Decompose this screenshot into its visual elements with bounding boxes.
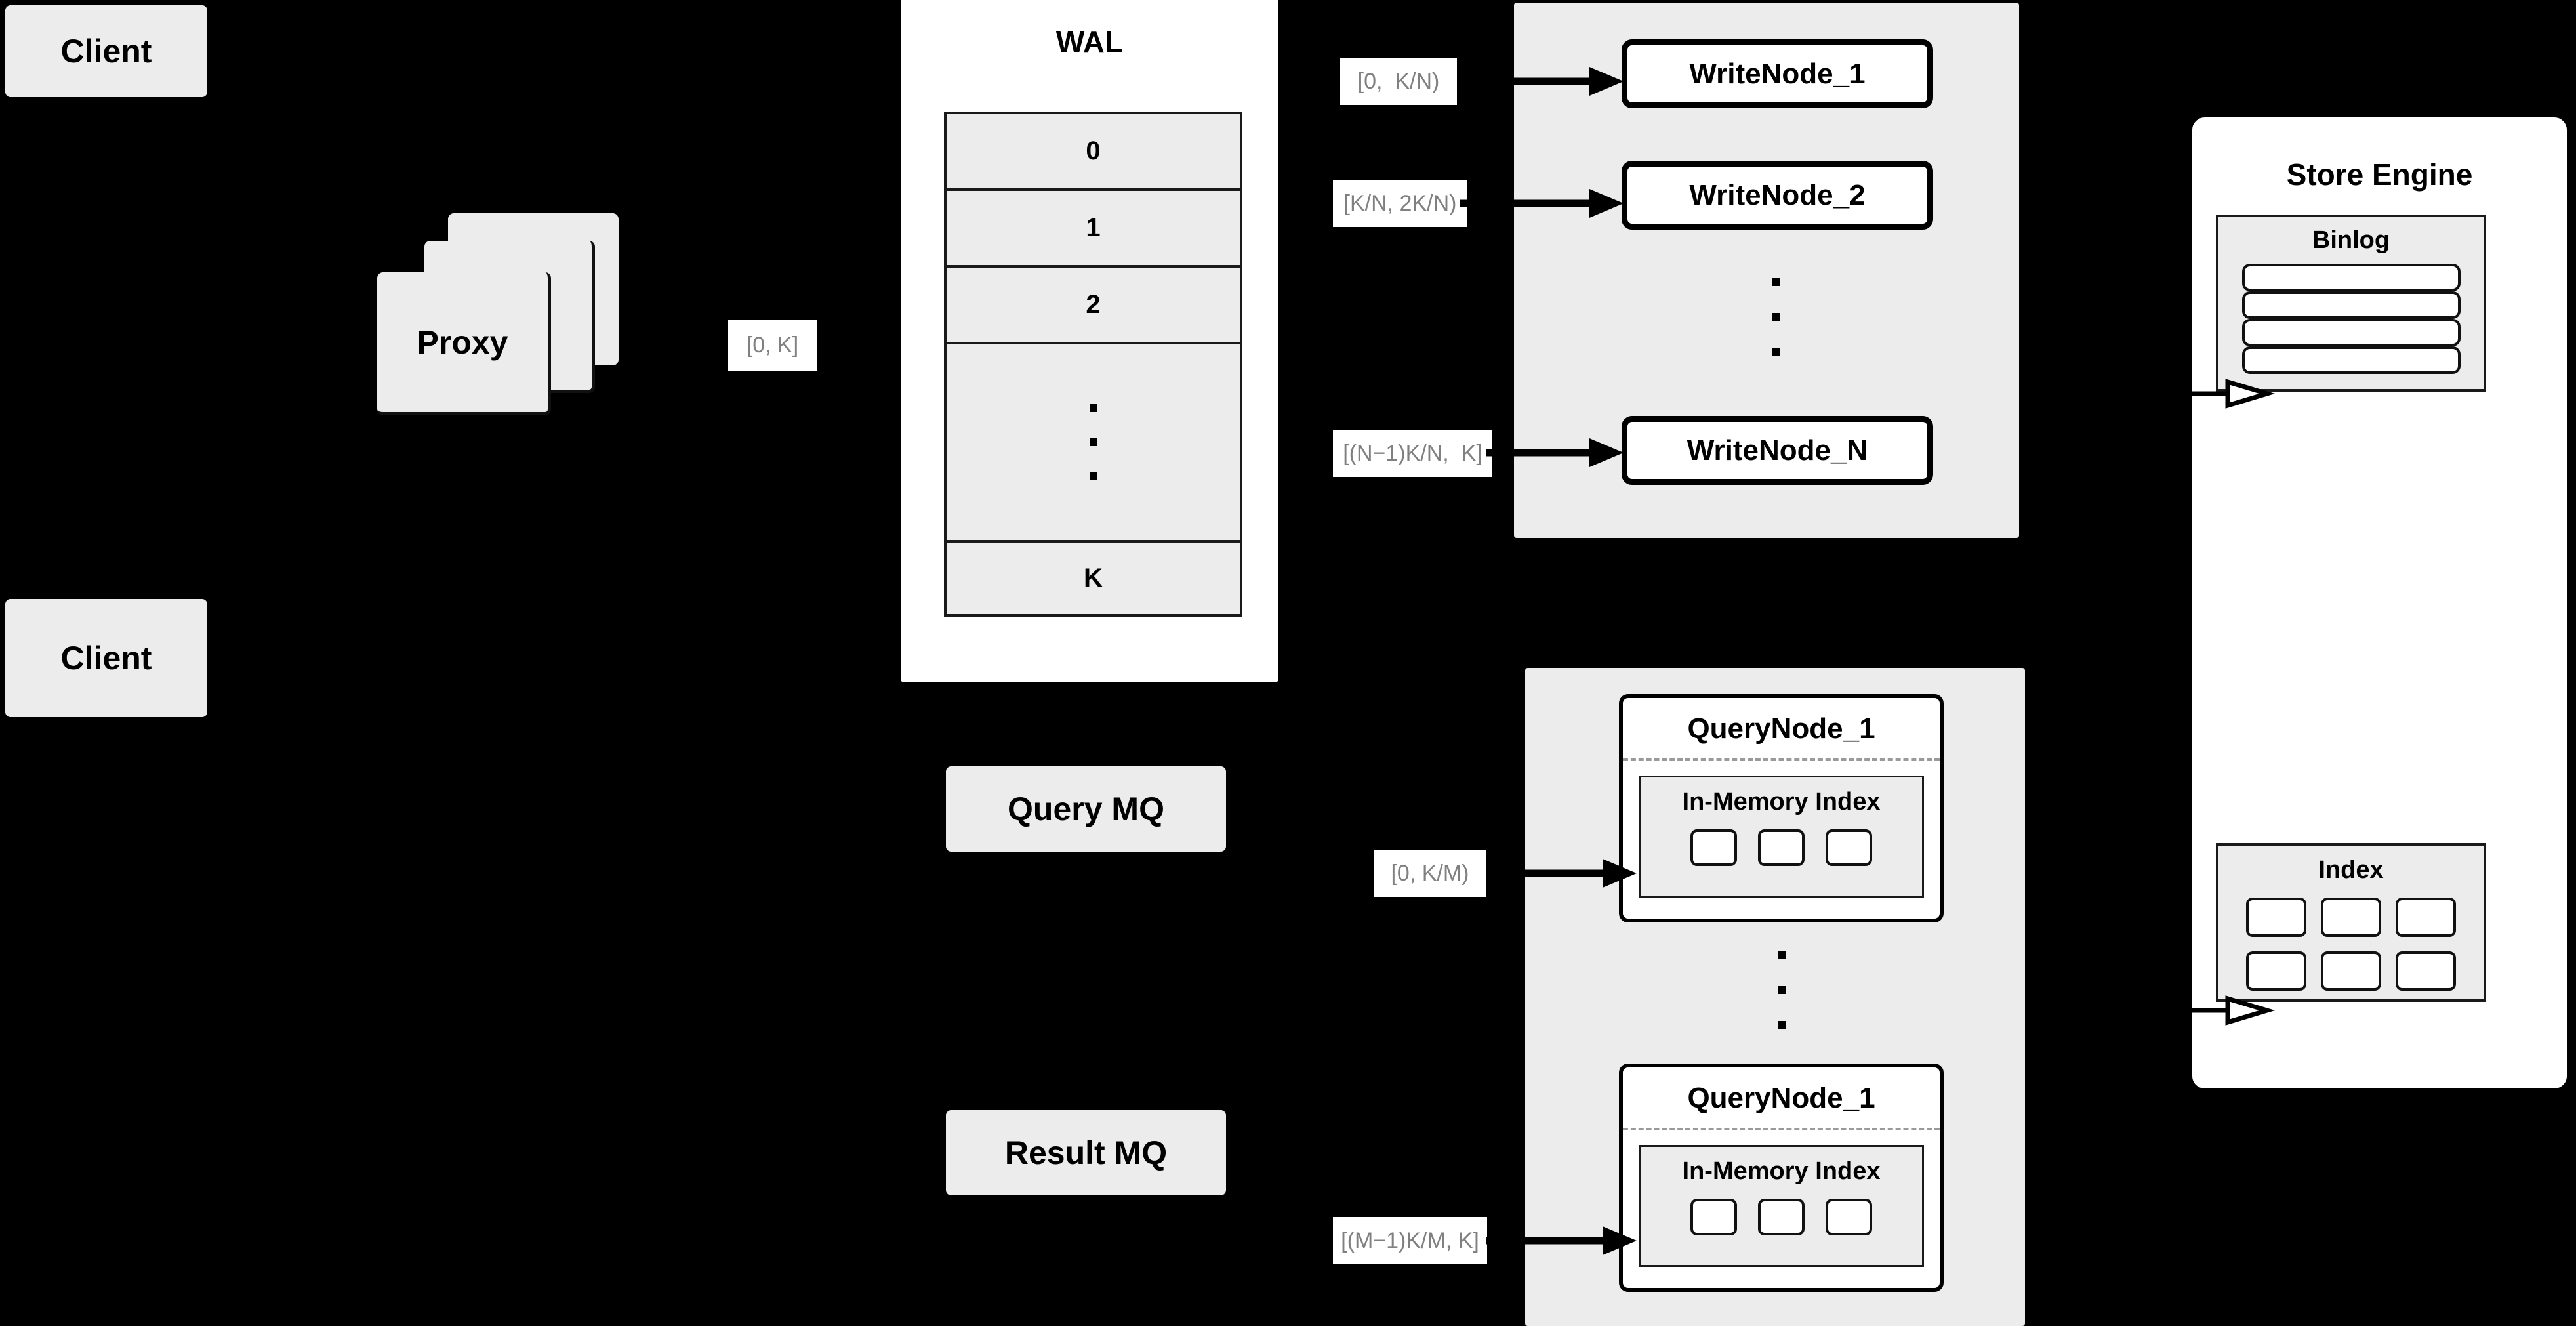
client-box-1[interactable]: Client (5, 5, 207, 97)
query-node-1-index-cells (1641, 829, 1922, 866)
query-mq-box[interactable]: Query MQ (946, 766, 1226, 852)
index-cell-row (2246, 898, 2456, 937)
index-label: Index (2318, 856, 2384, 884)
wal-table: 0 1 2 K (944, 112, 1242, 617)
write-arrow-1 (1460, 67, 1624, 96)
index-cell-row (2246, 951, 2456, 991)
write-range-chip-2: [K/N, 2K/N) (1333, 180, 1467, 227)
query-range-chip-m: [(M−1)K/M, K] (1333, 1217, 1487, 1264)
binlog-row (2241, 346, 2461, 374)
index-inbound-arrow (2187, 995, 2276, 1026)
write-range-label-2: [K/N, 2K/N) (1343, 190, 1457, 216)
write-range-chip-n: [(N−1)K/N, K] (1333, 430, 1492, 477)
index-cell (1758, 829, 1805, 866)
proxy-card-front[interactable]: Proxy (377, 272, 551, 415)
query-node-m-label: QueryNode_1 (1687, 1082, 1875, 1114)
client-label-1: Client (60, 33, 152, 70)
query-mq-label: Query MQ (1008, 791, 1164, 827)
query-node-1-index-label: In-Memory Index (1682, 788, 1881, 816)
binlog-group: Binlog (2216, 215, 2486, 392)
write-arrow-2 (1460, 189, 1624, 218)
store-engine-title: Store Engine (2286, 157, 2473, 192)
proxy-range-chip: [0, K] (728, 320, 817, 371)
write-node-ellipsis-dots (1772, 278, 1780, 356)
store-engine-panel: Store Engine Binlog Index (2188, 113, 2571, 1093)
client-box-2[interactable]: Client (5, 599, 207, 717)
index-cell (1826, 829, 1872, 866)
wal-row-0: 0 (947, 114, 1240, 191)
index-cell (1758, 1199, 1805, 1235)
binlog-row (2241, 319, 2461, 346)
write-node-cluster: WriteNode_1 WriteNode_2 WriteNode_N (1514, 3, 2019, 538)
result-mq-box[interactable]: Result MQ (946, 1110, 1226, 1195)
index-cell (2246, 898, 2306, 937)
wal-row-1: 1 (947, 191, 1240, 268)
query-node-m-index-label: In-Memory Index (1682, 1157, 1881, 1185)
index-cell (1690, 829, 1737, 866)
wal-row-2: 2 (947, 268, 1240, 344)
query-node-1-divider (1623, 758, 1940, 761)
write-node-1[interactable]: WriteNode_1 (1622, 39, 1933, 108)
write-range-label-1: [0, K/N) (1357, 68, 1440, 94)
index-cell (1690, 1199, 1737, 1235)
write-node-n[interactable]: WriteNode_N (1622, 416, 1933, 485)
query-node-ellipsis-dots (1778, 951, 1786, 1029)
binlog-rows (2218, 264, 2484, 374)
client-label-2: Client (60, 640, 152, 676)
query-node-1-label: QueryNode_1 (1687, 713, 1875, 745)
wal-panel: WAL 0 1 2 K (897, 0, 1282, 686)
write-node-1-label: WriteNode_1 (1689, 57, 1866, 90)
index-cell (2321, 898, 2381, 937)
proxy-label: Proxy (417, 323, 508, 361)
binlog-row (2241, 291, 2461, 319)
index-cell (2396, 951, 2456, 991)
query-range-label-m: [(M−1)K/M, K] (1341, 1228, 1479, 1253)
wal-row-k: K (947, 543, 1240, 614)
binlog-row (2241, 264, 2461, 291)
wal-title: WAL (1055, 25, 1124, 59)
proxy-stack[interactable]: Proxy (377, 213, 685, 433)
query-range-label-1: [0, K/M) (1391, 860, 1469, 886)
query-node-m[interactable]: QueryNode_1 In-Memory Index (1619, 1064, 1944, 1292)
query-node-1-inmemory-index: In-Memory Index (1639, 776, 1924, 898)
query-node-1[interactable]: QueryNode_1 In-Memory Index (1619, 694, 1944, 922)
index-cell (2396, 898, 2456, 937)
index-cell (2246, 951, 2306, 991)
wal-row-ellipsis (947, 344, 1240, 543)
wal-ellipsis-dots (1089, 404, 1097, 480)
write-node-n-label: WriteNode_N (1687, 434, 1868, 466)
query-node-m-index-cells (1641, 1199, 1922, 1235)
index-cell (2321, 951, 2381, 991)
query-range-chip-1: [0, K/M) (1374, 850, 1486, 897)
write-arrow-n (1486, 438, 1624, 467)
binlog-label: Binlog (2312, 226, 2390, 254)
index-cell (1826, 1199, 1872, 1235)
query-node-cluster: QueryNode_1 In-Memory Index QueryNode_1 … (1525, 668, 2025, 1326)
result-mq-label: Result MQ (1004, 1134, 1168, 1171)
write-range-label-n: [(N−1)K/N, K] (1343, 440, 1482, 466)
proxy-range-label: [0, K] (746, 332, 799, 358)
write-range-chip-1: [0, K/N) (1340, 58, 1457, 105)
binlog-inbound-arrow (2187, 379, 2276, 409)
write-node-2[interactable]: WriteNode_2 (1622, 161, 1933, 230)
query-node-m-inmemory-index: In-Memory Index (1639, 1145, 1924, 1267)
index-group: Index (2216, 843, 2486, 1002)
query-arrow-m (1486, 1226, 1637, 1255)
query-node-m-divider (1623, 1128, 1940, 1130)
write-node-2-label: WriteNode_2 (1689, 178, 1866, 211)
query-arrow-1 (1486, 859, 1637, 888)
index-cell-grid (2218, 898, 2484, 991)
